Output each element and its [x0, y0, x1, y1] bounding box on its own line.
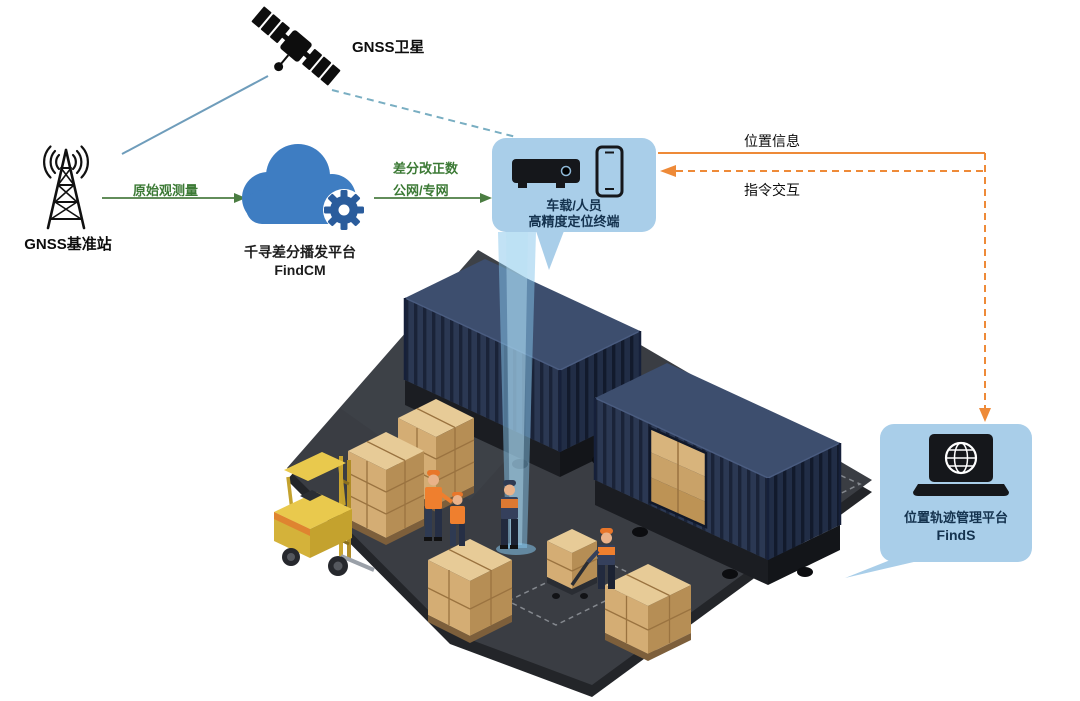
cloud-gear-icon — [242, 144, 365, 231]
satellite-label: GNSS卫星 — [352, 39, 425, 56]
finds-bubble — [845, 424, 1032, 578]
pallet-jack — [546, 529, 598, 599]
box-stack-right — [604, 564, 692, 661]
command-interaction-arrow — [660, 165, 983, 177]
container-right — [593, 363, 842, 585]
terminal-label-line1: 车载/人员 — [546, 198, 602, 213]
worker-in-beam — [500, 480, 518, 549]
smartphone-icon — [595, 145, 624, 198]
correction-label-line1: 差分改正数 — [393, 161, 459, 176]
satellite-base-link-line — [121, 75, 269, 155]
box-stack-back — [397, 399, 475, 512]
warehouse-scene — [274, 232, 872, 697]
gnss-receiver-icon — [512, 159, 580, 188]
worker-left-2 — [450, 492, 465, 546]
terminal-bubble — [492, 138, 656, 270]
worker-left — [424, 470, 454, 541]
management-platform-product: FindS — [936, 527, 976, 543]
laptop-globe-icon — [913, 434, 1009, 496]
corrections-arrow — [374, 193, 492, 203]
cloud-platform-product: FindCM — [274, 262, 326, 278]
container-door-opening — [648, 426, 708, 529]
radio-tower-icon — [43, 145, 89, 230]
position-info-label: 位置信息 — [744, 133, 800, 149]
raw-observation-arrow — [102, 193, 246, 203]
worker-pallet-jack — [586, 528, 615, 589]
correction-label-line2: 公网/专网 — [393, 183, 449, 198]
command-interaction-label: 指令交互 — [744, 182, 800, 198]
box-stack-front — [347, 432, 425, 545]
management-platform-name: 位置轨迹管理平台 — [903, 510, 1008, 525]
raw-observation-label: 原始观测量 — [133, 183, 199, 198]
box-stack-center — [427, 539, 513, 643]
terminal-label-line2: 高精度定位终端 — [528, 214, 620, 229]
base-station-label: GNSS基准站 — [24, 236, 112, 253]
satellite-terminal-link-line — [331, 89, 517, 138]
forklift — [274, 452, 375, 576]
cloud-platform-name: 千寻差分播发平台 — [244, 244, 356, 260]
platform-downlink-arrow — [979, 153, 991, 422]
satellite-icon — [251, 6, 341, 86]
